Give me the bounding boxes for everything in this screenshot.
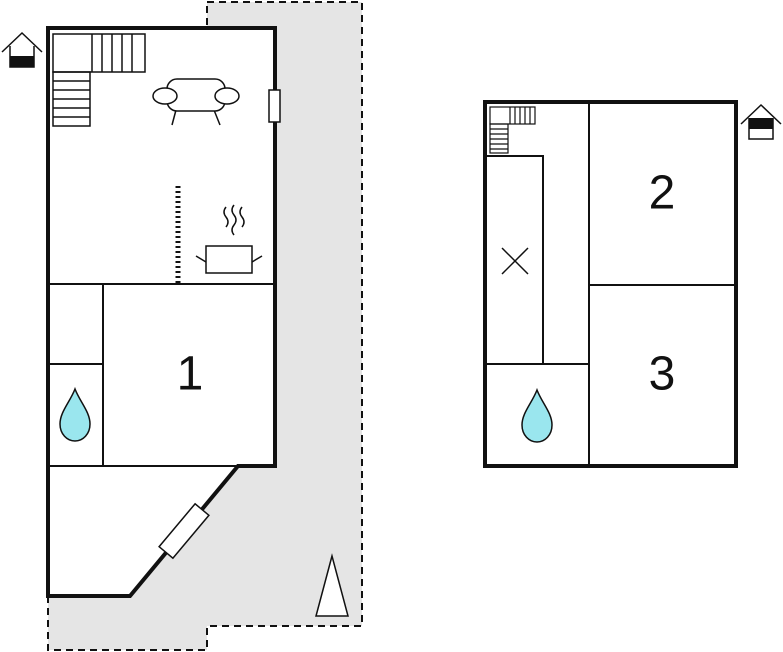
water-drop-icon — [59, 386, 91, 442]
door-icon — [158, 502, 210, 560]
room-number-1: 1 — [177, 348, 204, 401]
north-arrow-icon — [315, 553, 349, 617]
room-number-3: 3 — [649, 348, 676, 401]
stairs-icon — [52, 33, 146, 127]
ground-floor: 1 — [1, 26, 349, 617]
water-drop-icon — [521, 387, 553, 443]
window-icon — [268, 89, 281, 123]
house-level-icon — [1, 31, 43, 68]
stairs-icon — [489, 106, 536, 154]
void-cross-icon — [501, 247, 529, 275]
kitchen-pot-icon — [195, 204, 263, 274]
upper-floor: 2 3 — [483, 100, 782, 468]
ground-floor-interior-walls — [48, 283, 275, 467]
upper-floor-interior-walls — [485, 102, 736, 466]
house-level-icon — [740, 103, 782, 140]
room-number-2: 2 — [649, 167, 676, 220]
sofa-icon — [152, 78, 240, 126]
